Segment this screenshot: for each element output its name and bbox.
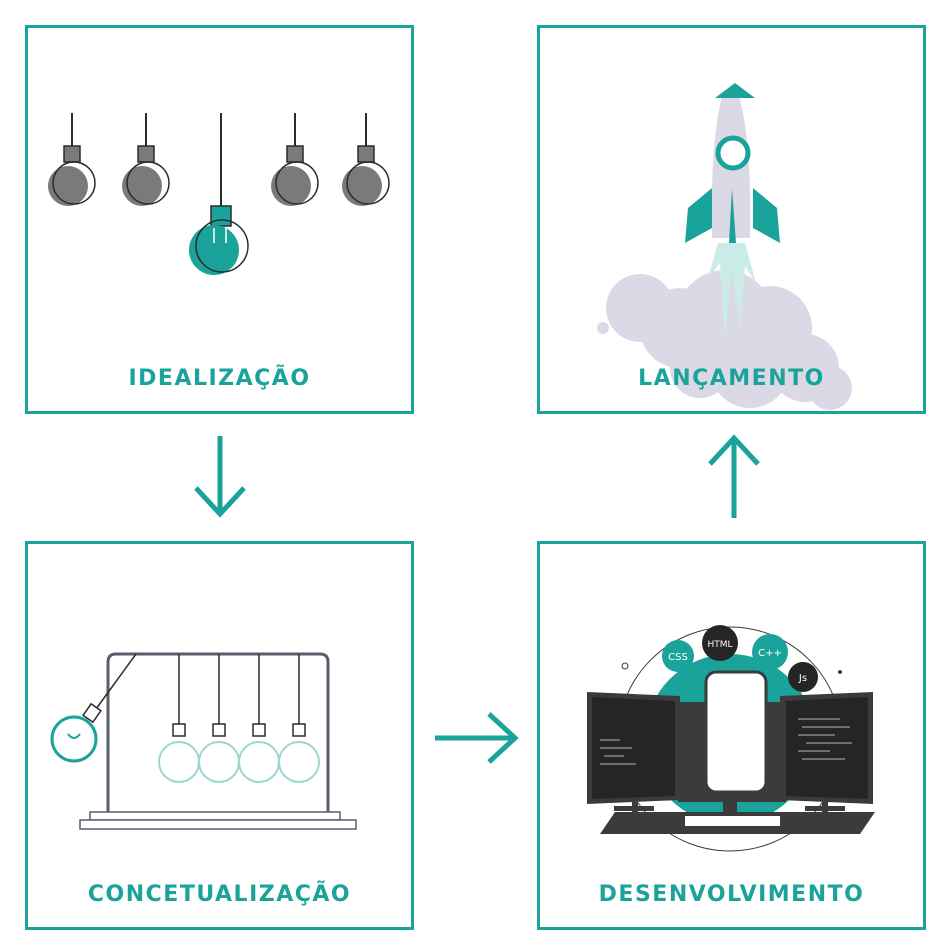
arrow-right-icon [435,712,519,764]
stage-label: LANÇAMENTO [638,366,825,391]
newtons-cradle-bulbs-icon [50,652,357,830]
stage-label: CONCETUALIZAÇÃO [87,882,352,907]
computer-monitors-icon: CSS HTML C++ Js [587,625,875,852]
monitor-icon [678,670,786,814]
lit-lightbulb-icon [189,113,249,275]
css-badge-icon: CSS [662,640,694,672]
lightbulb-icon [278,723,320,783]
rocket-flame-icon [708,243,756,338]
html-badge-icon: HTML [702,625,738,661]
monitor-icon [587,692,680,812]
css-badge-label: CSS [668,652,688,663]
js-badge-icon: Js [788,662,818,692]
stage-idealizacao-panel: IDEALIZAÇÃO [25,25,414,414]
monitor-icon [780,692,873,812]
lightbulb-icon [48,113,96,206]
rocket-launch-icon [597,83,852,410]
stage-label: DESENVOLVIMENTO [598,882,865,907]
lightbulb-icon [271,113,319,206]
lightbulb-icon [342,113,390,206]
html-badge-label: HTML [707,640,732,650]
smoke-cloud-icon [597,270,852,410]
rocket-icon [685,83,780,243]
stage-label: IDEALIZAÇÃO [128,366,311,391]
stage-desenvolvimento-panel: CSS HTML C++ Js DESENVOLVIMENTO [537,541,926,930]
lightbulb-icon [238,723,280,783]
swinging-lightbulb-icon [50,702,102,763]
cpp-badge-label: C++ [758,648,782,659]
hanging-lightbulbs-icon [48,113,390,275]
lightbulb-icon [122,113,170,206]
arrow-up-icon [708,434,760,518]
js-badge-label: Js [798,673,807,684]
arrow-down-icon [194,436,246,518]
lightbulb-icon [198,723,240,783]
cpp-badge-icon: C++ [752,634,788,670]
stage-lancamento-panel: LANÇAMENTO [537,25,926,414]
lightbulb-icon [158,723,200,783]
stage-concetualizacao-panel: CONCETUALIZAÇÃO [25,541,414,930]
